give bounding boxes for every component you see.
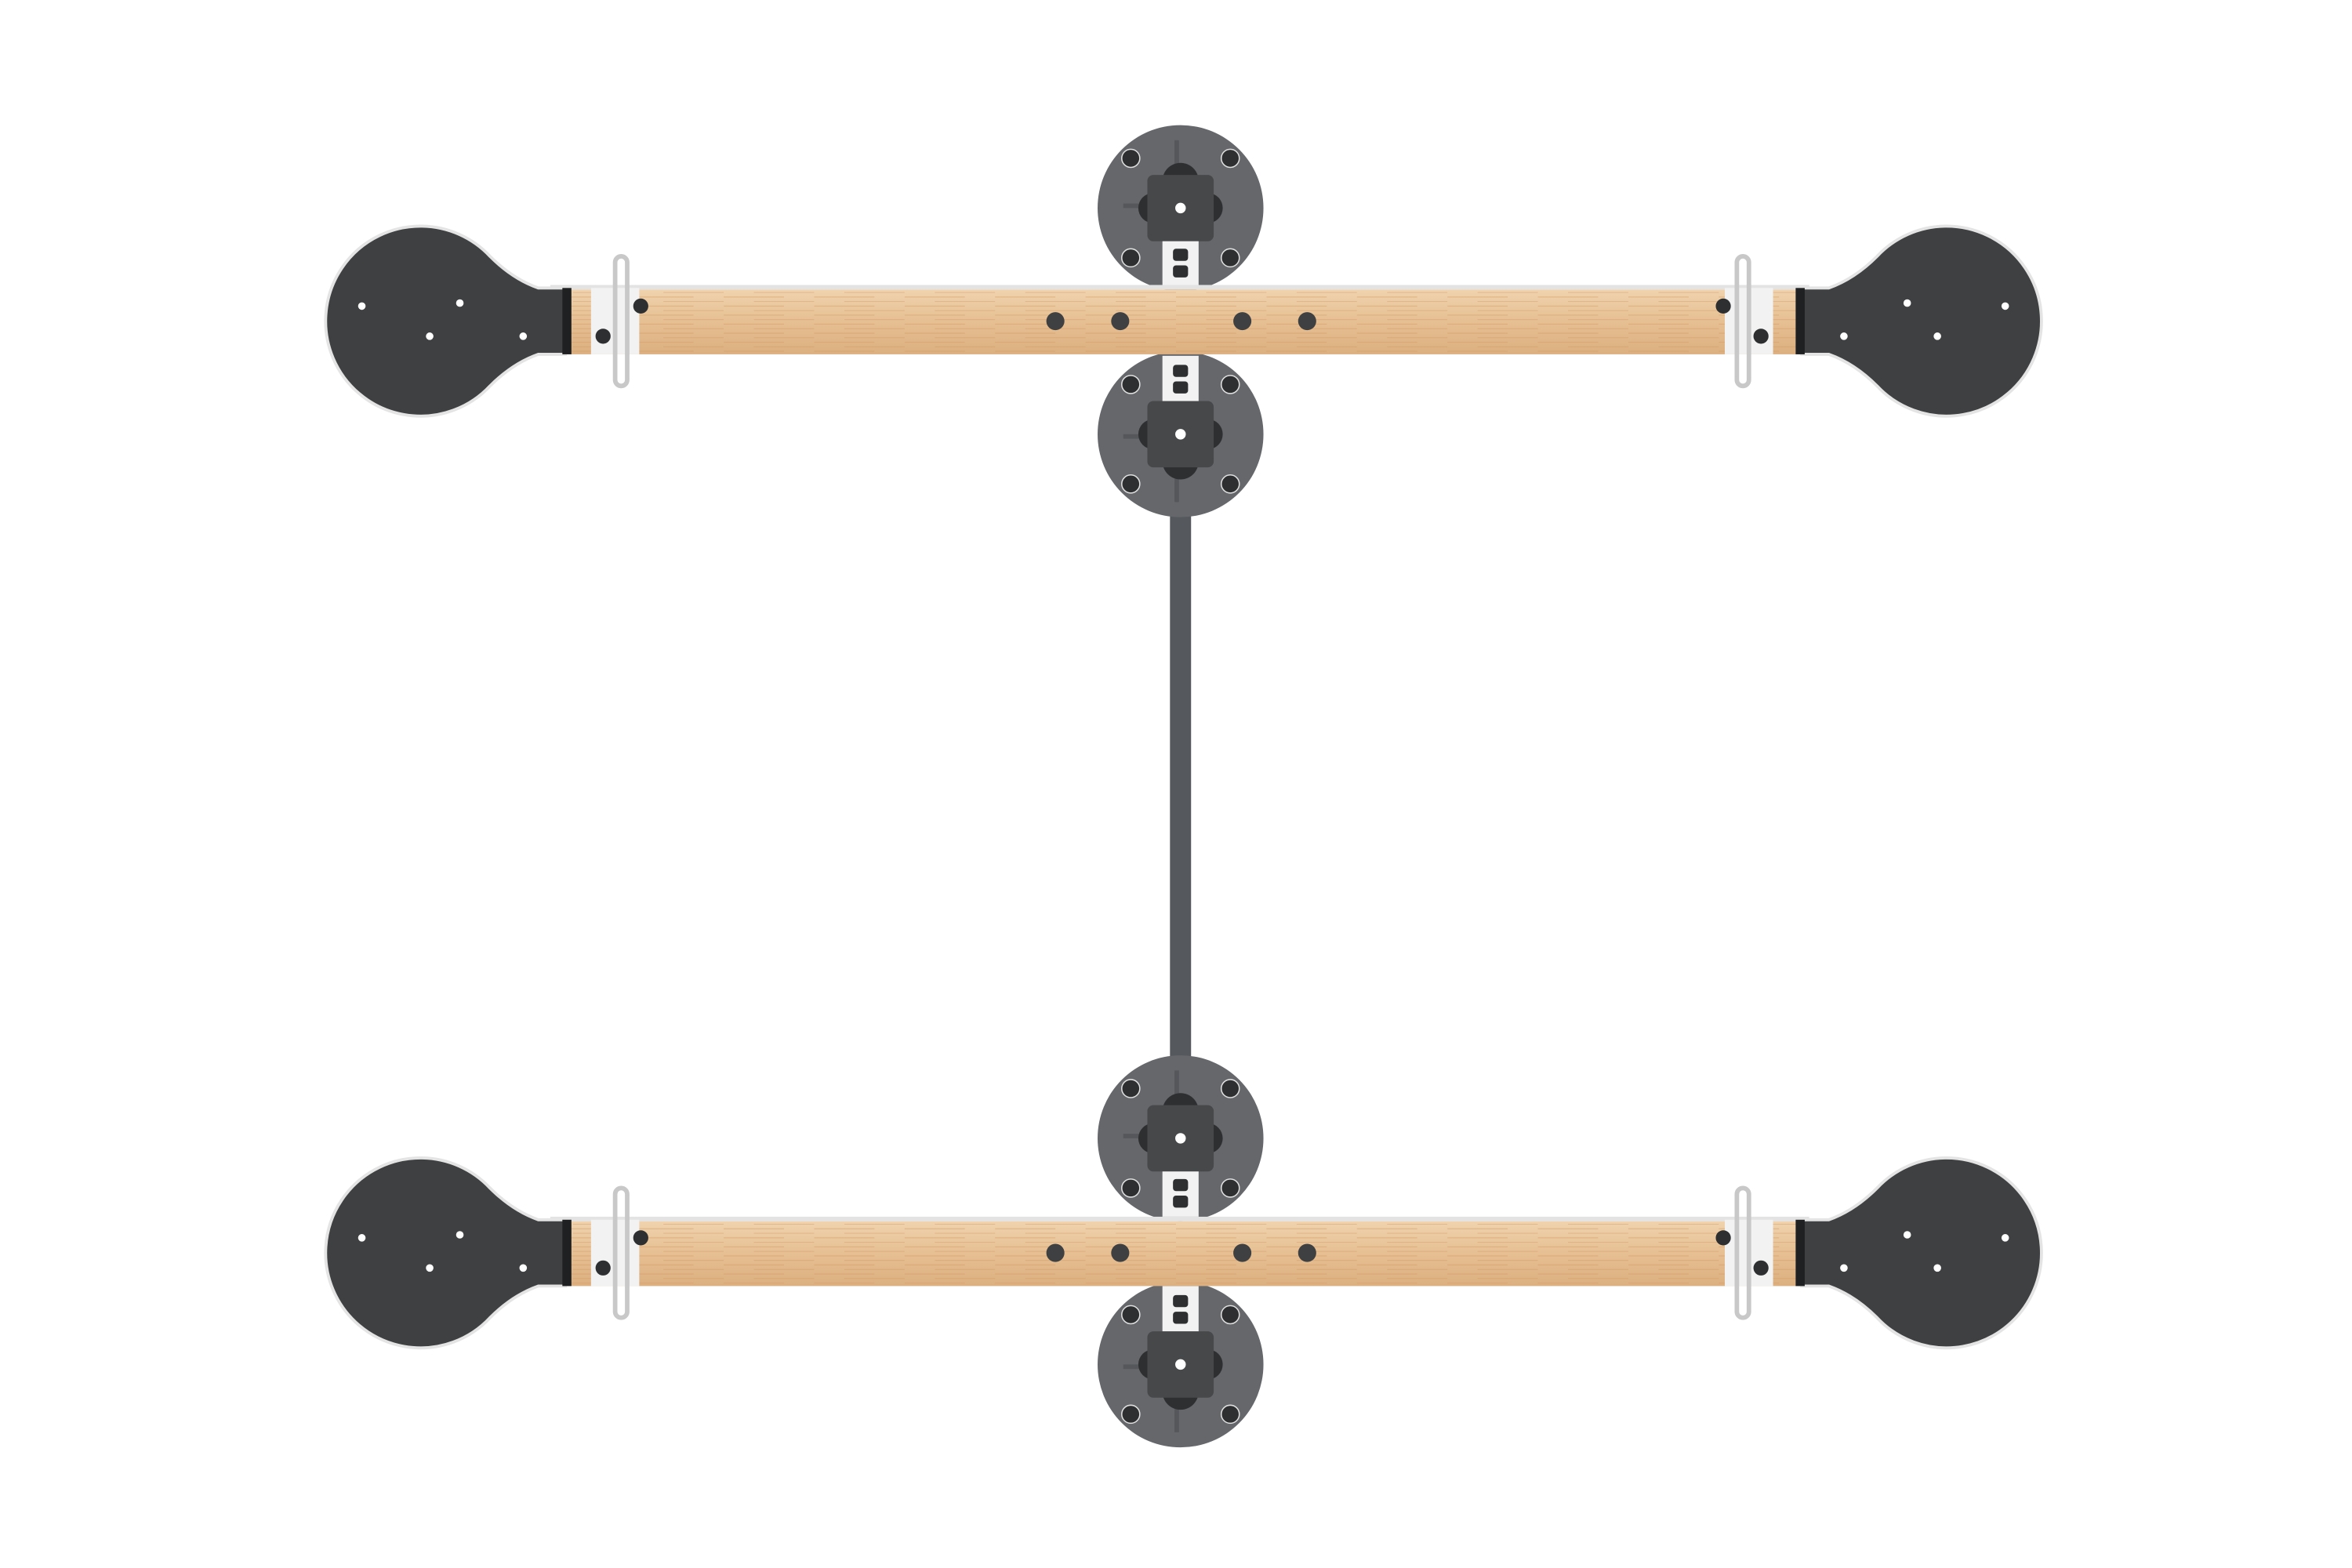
disc-top-1 bbox=[1097, 124, 1265, 292]
foot-pad-right bbox=[1794, 224, 2043, 418]
wood-beam bbox=[550, 1216, 1809, 1287]
foot-pad-right bbox=[1794, 1156, 2043, 1350]
disc-bottom-2 bbox=[1097, 1280, 1265, 1449]
foot-pad-left bbox=[324, 1156, 573, 1350]
foot-pad-left bbox=[324, 224, 573, 418]
wood-beam bbox=[550, 285, 1809, 354]
disc-top-2 bbox=[1097, 350, 1265, 518]
disc-bottom-1 bbox=[1097, 1054, 1265, 1222]
center-bar bbox=[1170, 452, 1192, 1116]
